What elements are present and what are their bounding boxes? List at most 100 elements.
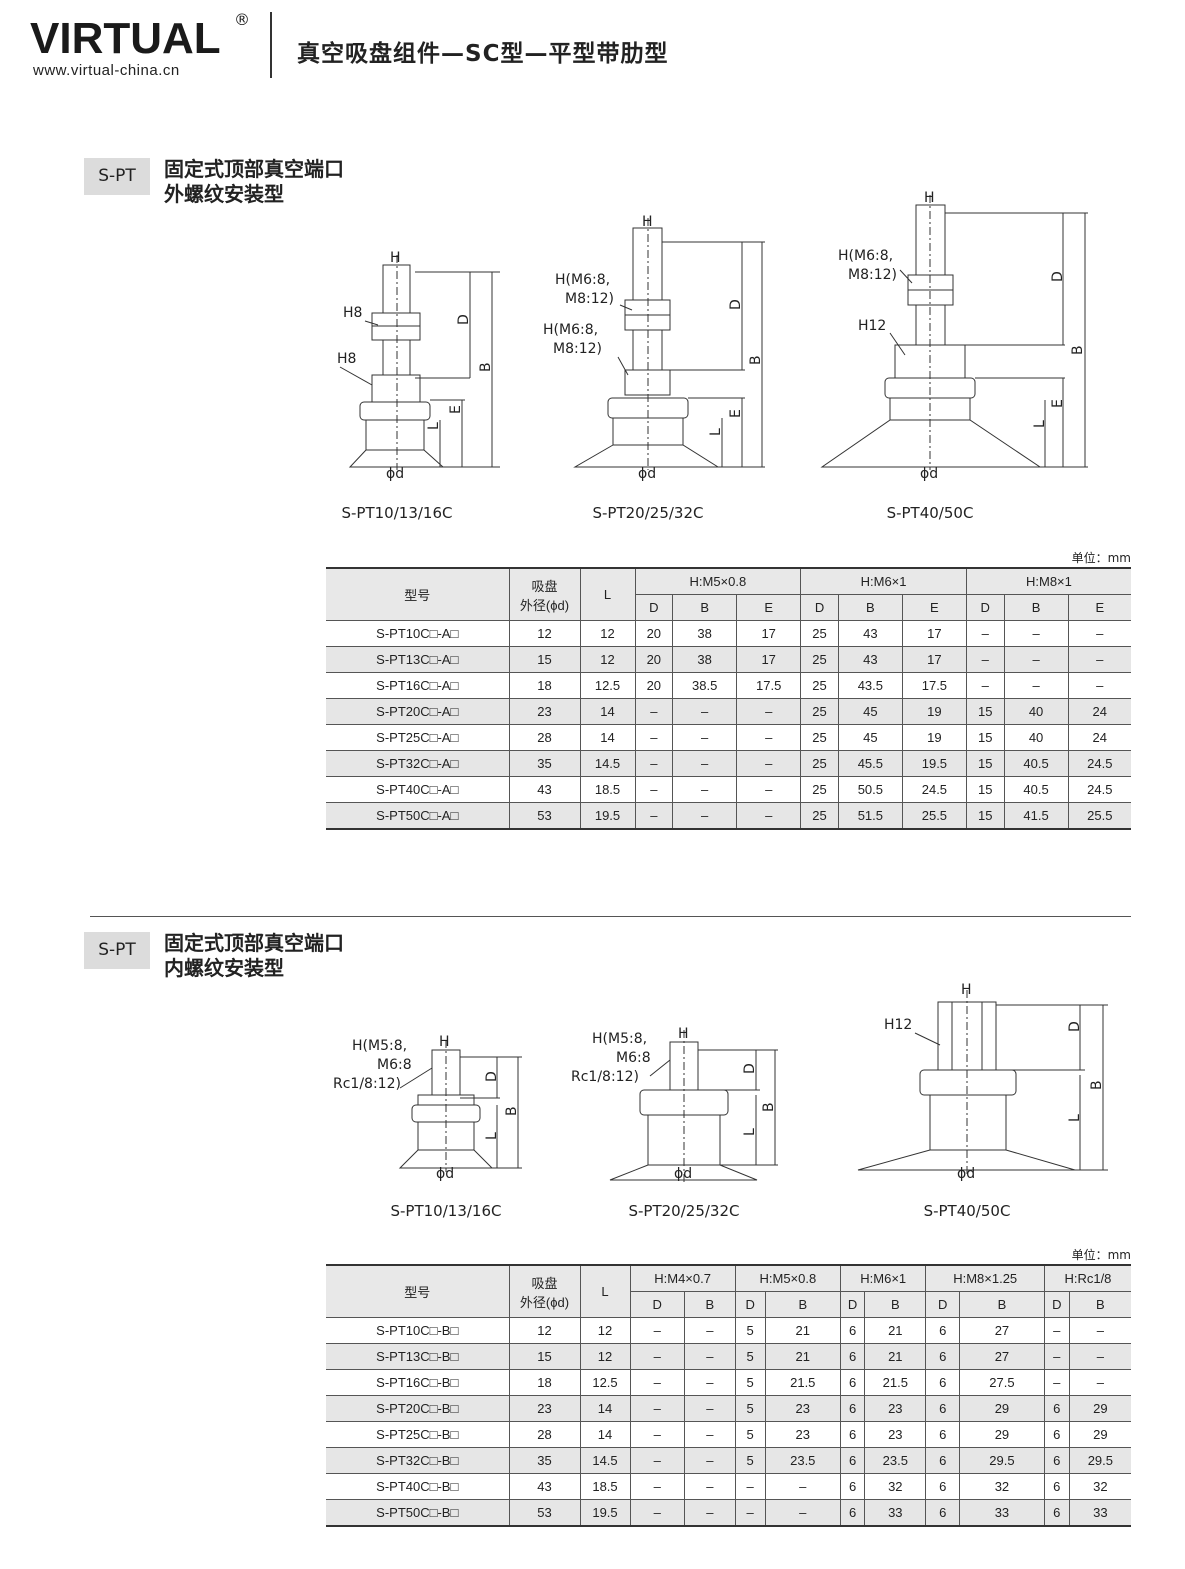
value-cell: 24.5 (1067, 776, 1131, 803)
header-divider (270, 12, 272, 78)
value-cell: 51.5 (837, 802, 903, 830)
value-cell: – (629, 1395, 685, 1422)
value-cell: 5 (734, 1317, 766, 1344)
value-cell: – (1067, 646, 1131, 673)
a2-thread-label-2a: H(M6:8, (543, 322, 598, 338)
subcol-header: B (683, 1291, 736, 1318)
value-cell: – (634, 776, 674, 803)
value-cell: – (1003, 620, 1069, 647)
value-cell: 53 (508, 802, 581, 830)
b1-l-label: L (484, 1132, 500, 1140)
a2-caption: S-PT20/25/32C (593, 504, 704, 522)
value-cell: 14 (579, 724, 636, 751)
b1-b-label: B (504, 1106, 520, 1116)
value-cell: 19 (901, 698, 967, 725)
value-cell: 25.5 (1067, 802, 1131, 830)
subcol-header: D (800, 594, 839, 621)
value-cell: 24 (1067, 698, 1131, 725)
group-header: H:M6×1 (839, 1264, 927, 1292)
value-cell: 15 (508, 646, 581, 673)
value-cell: 33 (864, 1499, 927, 1527)
value-cell: 20 (634, 672, 674, 699)
b1-thread-label-1: H(M5:8, (352, 1038, 407, 1054)
value-cell: 12.5 (579, 672, 636, 699)
value-cell: 6 (1043, 1447, 1070, 1474)
value-cell: 5 (734, 1343, 766, 1370)
a3-thread-label-1a: H(M6:8, (838, 248, 893, 264)
value-cell: 21 (864, 1317, 927, 1344)
value-cell: – (672, 776, 738, 803)
value-cell: 17 (736, 620, 802, 647)
a2-l-label: L (708, 428, 724, 436)
value-cell: 18.5 (579, 1473, 631, 1500)
b1-h-label: H (439, 1034, 450, 1050)
value-cell: 27 (958, 1343, 1045, 1370)
value-cell: 19.5 (579, 802, 636, 830)
value-cell: 21 (764, 1343, 842, 1370)
value-cell: – (965, 646, 1005, 673)
subcol-header: E (1067, 594, 1131, 621)
col-diameter-line1: 吸盘 (531, 578, 558, 594)
b2-d-label: D (742, 1063, 758, 1074)
value-cell: 43 (837, 620, 903, 647)
col-diameter: 吸盘外径(ϕd) (508, 1264, 581, 1318)
value-cell: 5 (734, 1447, 766, 1474)
value-cell: 15 (965, 776, 1005, 803)
value-cell: – (734, 1473, 766, 1500)
value-cell: 21 (764, 1317, 842, 1344)
a3-h-label: H (924, 190, 935, 206)
value-cell: 6 (925, 1343, 960, 1370)
value-cell: 25 (800, 750, 839, 777)
subcol-header: E (736, 594, 802, 621)
value-cell: 15 (508, 1343, 581, 1370)
a1-h8-label-2: H8 (337, 351, 356, 367)
b2-h-label: H (678, 1026, 689, 1042)
value-cell: 32 (864, 1473, 927, 1500)
value-cell: – (736, 776, 802, 803)
b3-phi-label: ϕd (957, 1166, 975, 1182)
group-header: H:M8×1.25 (925, 1264, 1045, 1292)
section-a-title: 固定式顶部真空端口 外螺纹安装型 (164, 157, 344, 207)
b2-thread-label-3: Rc1/8:12) (571, 1069, 639, 1085)
page-title: 真空吸盘组件—SC型—平型带肋型 (297, 41, 669, 67)
b3-h12-label: H12 (884, 1017, 912, 1033)
value-cell: 12 (508, 620, 581, 647)
value-cell: 14 (579, 698, 636, 725)
value-cell: 28 (508, 724, 581, 751)
value-cell: – (734, 1499, 766, 1527)
value-cell: 19.5 (579, 1499, 631, 1527)
a1-b-label: B (478, 362, 494, 372)
a2-phi-label: ϕd (638, 466, 656, 482)
value-cell: 20 (634, 620, 674, 647)
value-cell: 40.5 (1003, 750, 1069, 777)
value-cell: 32 (958, 1473, 1045, 1500)
b2-thread-label-2: M6:8 (616, 1050, 651, 1066)
section-b-unit: 单位：mm (1071, 1248, 1131, 1262)
value-cell: 14.5 (579, 750, 636, 777)
value-cell: 45 (837, 698, 903, 725)
value-cell: 18.5 (579, 776, 636, 803)
value-cell: 40 (1003, 724, 1069, 751)
value-cell: 12 (508, 1317, 581, 1344)
value-cell: 45 (837, 724, 903, 751)
subcol-header: B (672, 594, 738, 621)
a3-b-label: B (1070, 345, 1086, 355)
value-cell: 17 (736, 646, 802, 673)
b2-b-label: B (761, 1102, 777, 1112)
a2-b-label: B (748, 355, 764, 365)
value-cell: – (1068, 1343, 1131, 1370)
value-cell: – (683, 1499, 736, 1527)
model-cell: S-PT40C□-B□ (326, 1473, 510, 1500)
col-l: L (579, 1264, 631, 1318)
value-cell: 14 (579, 1421, 631, 1448)
b3-h-label: H (961, 982, 972, 998)
value-cell: 12 (579, 646, 636, 673)
value-cell: 6 (925, 1499, 960, 1527)
value-cell: 6 (925, 1447, 960, 1474)
model-cell: S-PT40C□-A□ (326, 776, 510, 803)
value-cell: 6 (839, 1317, 866, 1344)
value-cell: 23.5 (764, 1447, 842, 1474)
